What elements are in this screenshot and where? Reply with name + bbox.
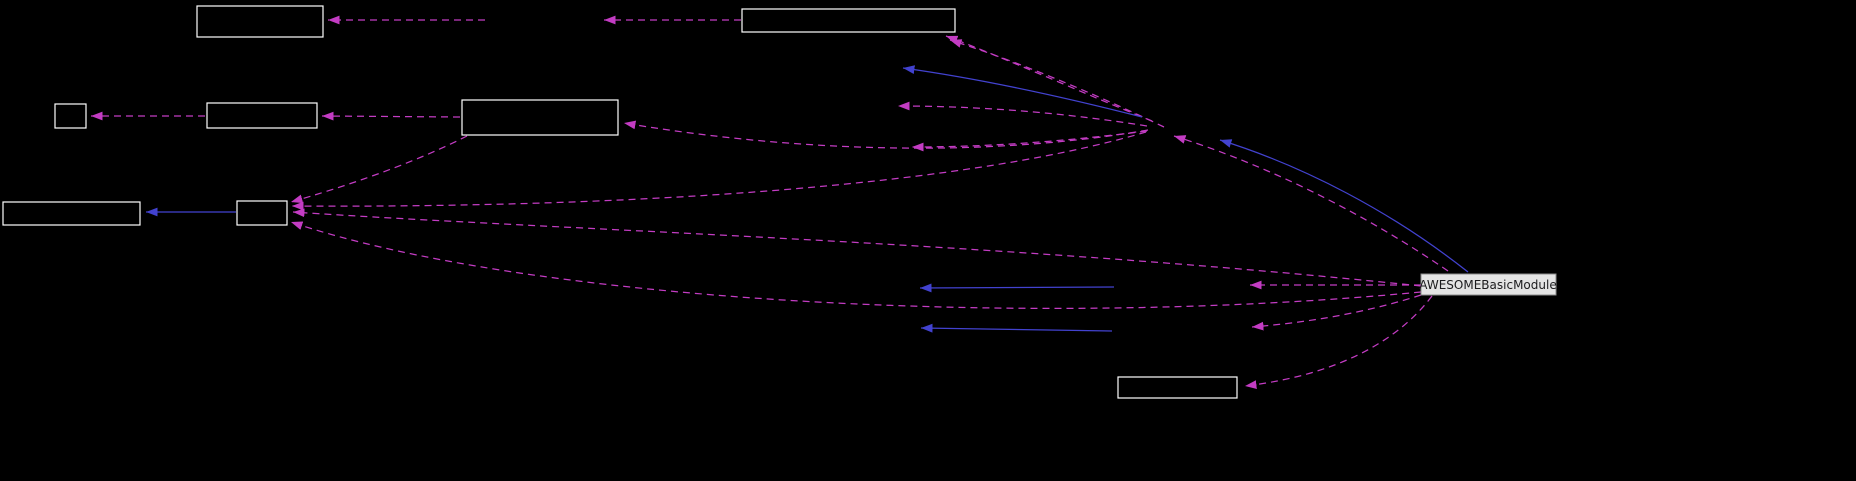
edge-awesome-to-node7-straight (292, 208, 1422, 287)
node-6[interactable] (2, 201, 141, 226)
dependency-edges (91, 15, 1449, 390)
edge-awesome-left-lower (1251, 294, 1422, 331)
node-2[interactable] (741, 8, 956, 33)
node-5[interactable] (461, 99, 619, 136)
edge-hub-left-upper (897, 101, 1148, 127)
edge-node5-to-node7 (290, 135, 468, 204)
highlighted-node-label: AWESOMEBasicModule (1419, 278, 1556, 292)
inheritance-edges (146, 65, 1469, 333)
edge-awesome-inherit-hub (1219, 139, 1469, 273)
node-7[interactable] (236, 200, 288, 226)
edge-inherit-mid-upper (919, 283, 1115, 293)
edge-inherit-mid-lower (920, 323, 1113, 333)
edge-awesome-to-hub (1173, 135, 1449, 272)
edge-hub-to-node5 (623, 120, 1149, 149)
node-1[interactable] (196, 5, 324, 38)
edge-hub-to-node2-a (945, 35, 1153, 122)
edge-hub-to-node7 (291, 131, 1147, 211)
edge-node5-to-node4 (321, 111, 461, 121)
edge-hub-inherit-left (902, 65, 1143, 118)
node-3[interactable] (54, 103, 87, 129)
graph-nodes: AWESOMEBasicModule (2, 5, 1557, 399)
edge-awesome-to-node9 (1244, 295, 1433, 390)
node-awesome-basic-module: AWESOMEBasicModule (1419, 273, 1557, 296)
edge-hub-left-lower (911, 130, 1148, 152)
highlighted-node-box (1420, 273, 1557, 296)
node-4[interactable] (206, 102, 318, 129)
node-9[interactable] (1117, 376, 1238, 399)
edge-awesome-to-node7-low (290, 221, 1422, 310)
